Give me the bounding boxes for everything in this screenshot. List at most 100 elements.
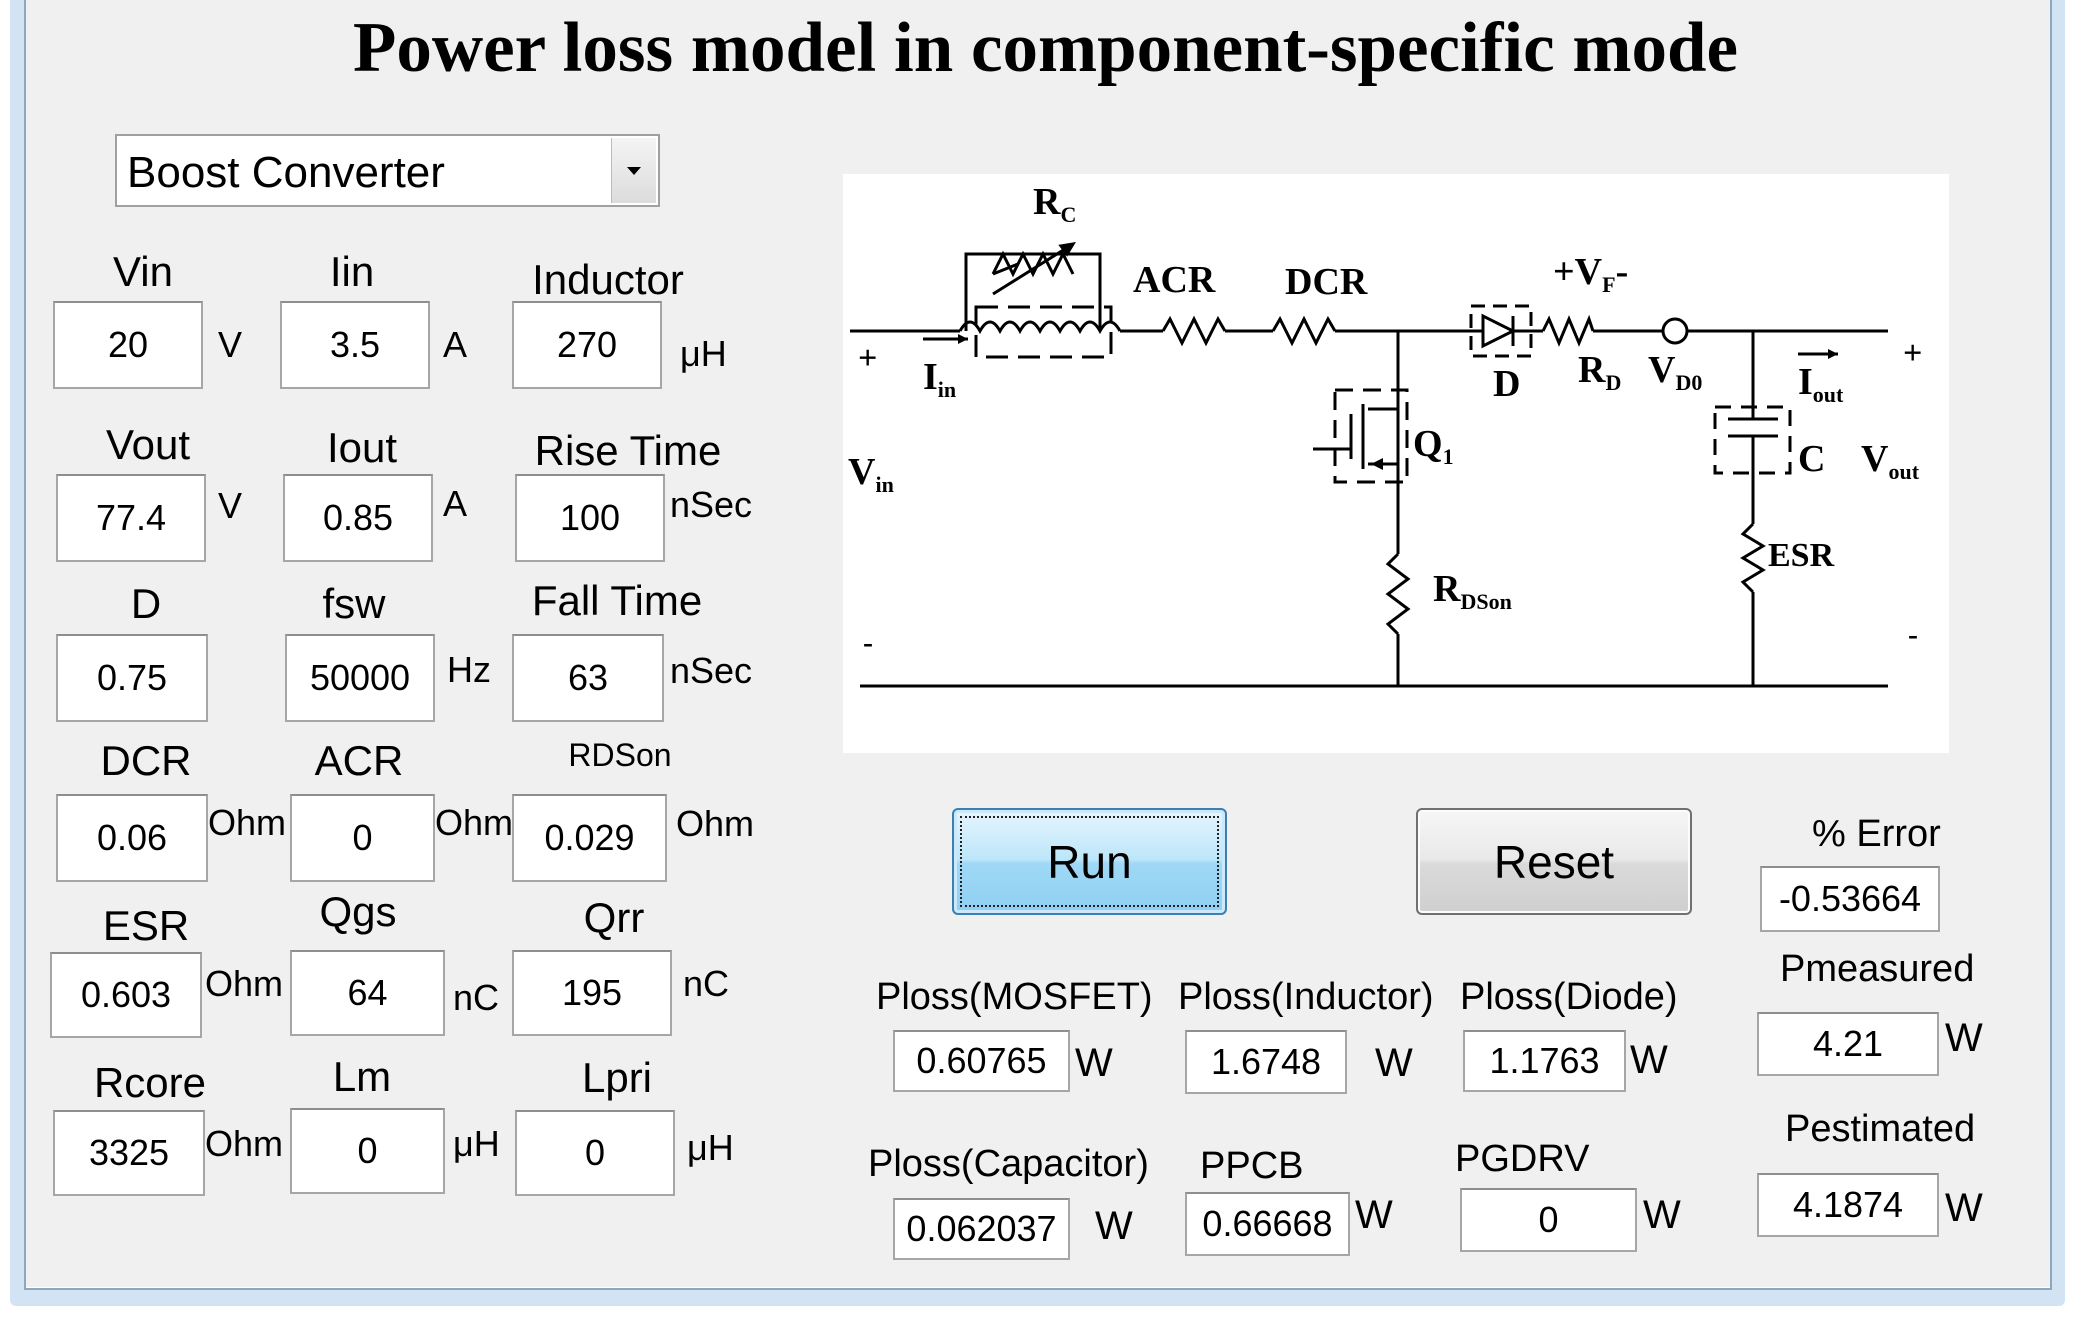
rise-time-input[interactable]: 100 xyxy=(515,474,665,562)
rdson-input[interactable]: 0.029 xyxy=(512,794,667,882)
dcr-label: DCR xyxy=(100,737,192,784)
rcore-label: Rcore xyxy=(93,1059,207,1106)
iout-circuit-label: Iout xyxy=(1798,361,1844,407)
iin-circuit-label: Iin xyxy=(923,356,956,402)
esr-circuit-label: ESR xyxy=(1768,537,1835,574)
lm-input[interactable]: 0 xyxy=(290,1108,445,1194)
lpri-unit: μH xyxy=(687,1127,734,1168)
ppcb-output[interactable]: 0.66668 xyxy=(1185,1192,1350,1256)
rdson-unit: Ohm xyxy=(676,803,755,844)
lm-label: Lm xyxy=(332,1053,392,1100)
vout-input[interactable]: 77.4 xyxy=(56,474,206,562)
converter-select[interactable]: Boost Converter xyxy=(115,134,660,207)
iout-input[interactable]: 0.85 xyxy=(283,474,433,562)
vin-label: Vin xyxy=(113,248,173,295)
dcr-unit: Ohm xyxy=(208,802,287,843)
pestimated-output[interactable]: 4.1874 xyxy=(1757,1173,1939,1237)
esr-unit: Ohm xyxy=(205,963,284,1004)
lpri-input[interactable]: 0 xyxy=(515,1110,675,1196)
pgdrv-unit: W xyxy=(1643,1193,1681,1237)
ploss-mosfet-label: Ploss(MOSFET) xyxy=(876,976,1153,1018)
iin-input[interactable]: 3.5 xyxy=(280,301,430,389)
acr-label: ACR xyxy=(314,737,404,784)
inductor-unit: μH xyxy=(680,333,727,374)
ploss-mosfet-output[interactable]: 0.60765 xyxy=(893,1030,1070,1092)
acr-input[interactable]: 0 xyxy=(290,794,435,882)
iin-unit: A xyxy=(443,324,468,365)
rc-label: RC xyxy=(1033,181,1076,227)
pestimated-label: Pestimated xyxy=(1785,1108,1976,1150)
diode-label: D xyxy=(1493,363,1520,405)
fall-time-label: Fall Time xyxy=(531,577,703,624)
ploss-diode-label: Ploss(Diode) xyxy=(1460,976,1678,1018)
pmeasured-output[interactable]: 4.21 xyxy=(1757,1012,1939,1076)
ppcb-unit: W xyxy=(1355,1193,1393,1237)
vin-input[interactable]: 20 xyxy=(53,301,203,389)
run-button[interactable]: Run xyxy=(952,808,1227,915)
vin-plus-label: + xyxy=(858,340,877,377)
page-title: Power loss model in component-specific m… xyxy=(352,9,1739,87)
fall-time-unit: nSec xyxy=(670,650,753,691)
ploss-capacitor-output[interactable]: 0.062037 xyxy=(893,1198,1070,1260)
pmeasured-unit: W xyxy=(1945,1016,1983,1060)
fsw-input[interactable]: 50000 xyxy=(285,634,435,722)
capacitor-label: C xyxy=(1798,438,1825,480)
error-label: % Error xyxy=(1812,813,1941,855)
vin-circuit-label: Vin xyxy=(848,451,894,497)
d-label: D xyxy=(130,580,162,627)
qgs-unit: nC xyxy=(453,977,500,1018)
lm-unit: μH xyxy=(453,1123,500,1164)
vout-unit: V xyxy=(218,485,243,526)
ploss-diode-unit: W xyxy=(1630,1038,1668,1082)
d-input[interactable]: 0.75 xyxy=(56,634,208,722)
vout-label: Vout xyxy=(105,421,191,468)
qgs-label: Qgs xyxy=(319,888,397,935)
inductor-input[interactable]: 270 xyxy=(512,301,662,389)
rcore-unit: Ohm xyxy=(205,1123,284,1164)
fall-time-input[interactable]: 63 xyxy=(512,634,664,722)
ploss-mosfet-unit: W xyxy=(1075,1041,1113,1085)
rdson-circuit-label: RDSon xyxy=(1433,568,1512,614)
ploss-inductor-output[interactable]: 1.6748 xyxy=(1185,1030,1347,1094)
ploss-inductor-label: Ploss(Inductor) xyxy=(1178,976,1434,1018)
rd-label: RD xyxy=(1578,349,1621,395)
reset-button[interactable]: Reset xyxy=(1416,808,1692,915)
esr-input[interactable]: 0.603 xyxy=(50,952,202,1038)
q1-label: Q1 xyxy=(1413,423,1454,469)
ploss-inductor-unit: W xyxy=(1375,1041,1413,1085)
ploss-capacitor-label: Ploss(Capacitor) xyxy=(868,1143,1149,1185)
rdson-label: RDSon xyxy=(568,737,672,773)
vout-minus-label: - xyxy=(1908,618,1918,651)
iout-unit: A xyxy=(443,483,468,524)
pgdrv-output[interactable]: 0 xyxy=(1460,1188,1637,1252)
inductor-label: Inductor xyxy=(532,256,684,303)
fsw-label: fsw xyxy=(322,580,386,627)
ppcb-label: PPCB xyxy=(1200,1145,1304,1187)
dcr-input[interactable]: 0.06 xyxy=(56,794,208,882)
vf-label: +VF- xyxy=(1553,251,1628,297)
esr-label: ESR xyxy=(102,902,190,949)
vin-unit: V xyxy=(218,324,243,365)
vd0-label: VD0 xyxy=(1648,349,1702,395)
rise-time-unit: nSec xyxy=(670,484,753,525)
ploss-diode-output[interactable]: 1.1763 xyxy=(1463,1030,1626,1092)
iin-label: Iin xyxy=(329,248,375,295)
chevron-down-icon[interactable] xyxy=(611,138,656,203)
lpri-label: Lpri xyxy=(581,1054,653,1101)
error-output[interactable]: -0.53664 xyxy=(1760,866,1940,932)
converter-select-value: Boost Converter xyxy=(127,148,445,197)
dcr-circuit-label: DCR xyxy=(1285,261,1368,303)
boost-converter-schematic: RC ACR DCR +VF- Iin D RD VD0 Iout + + Q1… xyxy=(843,174,1949,753)
rcore-input[interactable]: 3325 xyxy=(53,1110,205,1196)
ploss-capacitor-unit: W xyxy=(1095,1204,1133,1248)
pgdrv-label: PGDRV xyxy=(1455,1138,1590,1180)
vout-plus-label: + xyxy=(1903,335,1922,372)
iout-label: Iout xyxy=(326,424,398,471)
acr-circuit-label: ACR xyxy=(1133,259,1216,301)
rise-time-label: Rise Time xyxy=(534,427,722,474)
qgs-input[interactable]: 64 xyxy=(290,950,445,1036)
pmeasured-label: Pmeasured xyxy=(1780,948,1975,990)
vout-circuit-label: Vout xyxy=(1861,438,1920,484)
fsw-unit: Hz xyxy=(447,649,491,690)
qrr-input[interactable]: 195 xyxy=(512,950,672,1036)
